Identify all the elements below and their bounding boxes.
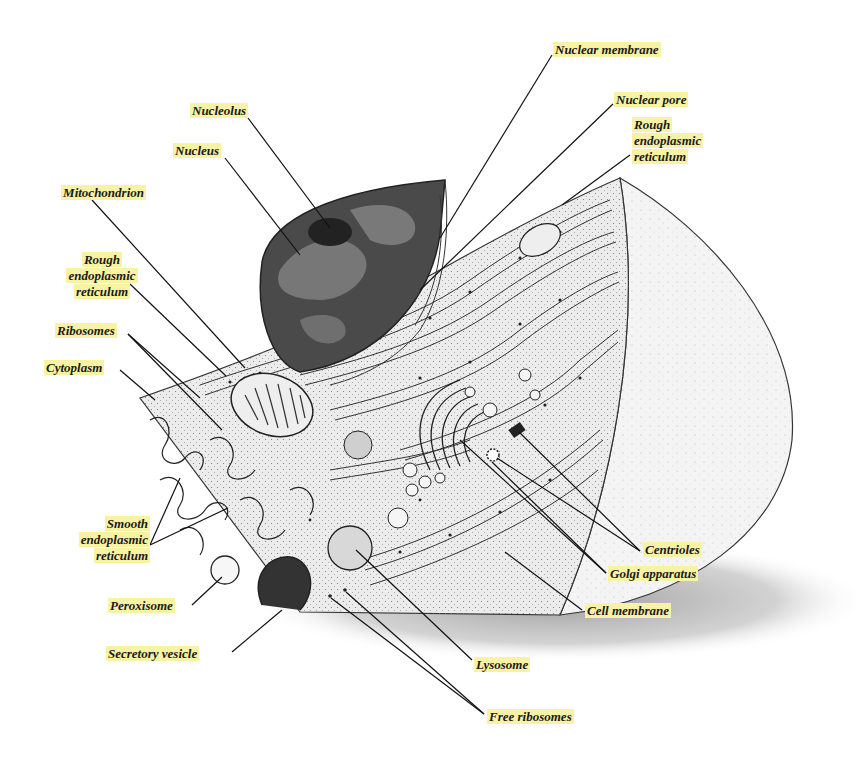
label-text: Secretory vesicle	[106, 646, 199, 661]
label-text: Smooth endoplasmic reticulum	[79, 516, 150, 563]
label-text: Nuclear pore	[614, 92, 688, 107]
part-label: Peroxisome	[108, 598, 208, 614]
part-label: Rough endoplasmic reticulum	[52, 252, 152, 300]
label-text: Mitochondrion	[61, 185, 146, 200]
part-label: Nuclear pore	[614, 92, 734, 108]
label-text: Cell membrane	[585, 603, 671, 618]
part-label: Ribosomes	[55, 323, 145, 339]
part-label: Golgi apparatus	[608, 566, 748, 582]
label-text: Lysosome	[474, 657, 530, 672]
label-text: Rough endoplasmic reticulum	[632, 117, 703, 164]
part-label: Lysosome	[474, 657, 574, 673]
label-text: Free ribosomes	[487, 709, 574, 724]
label-text: Cytoplasm	[44, 360, 104, 375]
part-label: Smooth endoplasmic reticulum	[62, 516, 150, 564]
label-text: Rough endoplasmic reticulum	[66, 252, 137, 299]
part-label: Nucleolus	[190, 103, 300, 119]
label-text: Centrioles	[643, 542, 702, 557]
part-label: Cytoplasm	[44, 360, 134, 376]
part-label: Nucleus	[173, 143, 263, 159]
part-label: Secretory vesicle	[106, 646, 246, 662]
part-label: Rough endoplasmic reticulum	[632, 117, 732, 165]
label-text: Nuclear membrane	[553, 42, 661, 57]
label-text: Nucleus	[173, 143, 221, 158]
label-text: Ribosomes	[55, 323, 117, 338]
part-label: Centrioles	[643, 542, 753, 558]
label-text: Peroxisome	[108, 598, 175, 613]
label-text: Nucleolus	[190, 103, 248, 118]
part-label: Cell membrane	[585, 603, 715, 619]
part-label: Free ribosomes	[487, 709, 607, 725]
part-label: Mitochondrion	[6, 185, 146, 201]
part-label: Nuclear membrane	[553, 42, 723, 58]
label-text: Golgi apparatus	[608, 566, 698, 581]
